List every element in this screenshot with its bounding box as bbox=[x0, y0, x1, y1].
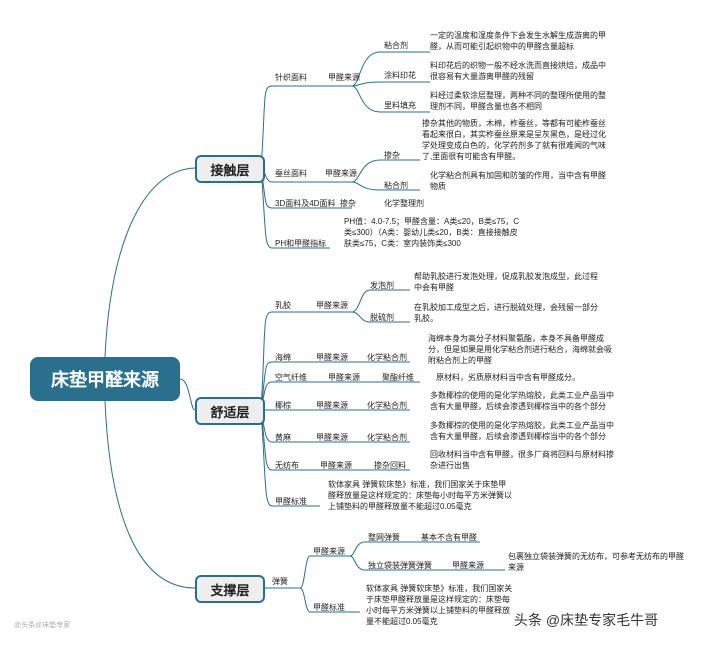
mesh-spring[interactable]: 整网弹簧 bbox=[368, 533, 400, 542]
link-knit-filling bbox=[351, 85, 430, 113]
link-spring-standard bbox=[299, 587, 360, 613]
nonwoven-type[interactable]: 掺杂回料 bbox=[374, 461, 406, 470]
hemp-source[interactable]: 甲醛来源 bbox=[316, 433, 348, 442]
link-latex-desulfur bbox=[351, 311, 410, 323]
link-silk-impurity bbox=[351, 159, 420, 183]
palm[interactable]: 椰棕 bbox=[275, 401, 291, 410]
palm-source[interactable]: 甲醛来源 bbox=[316, 401, 348, 410]
nonwoven-source[interactable]: 甲醛来源 bbox=[320, 461, 352, 470]
node-comfort-layer[interactable]: 舒适层 bbox=[195, 397, 265, 425]
nonwoven[interactable]: 无纺布 bbox=[275, 461, 299, 470]
sponge-desc: 海绵本身为高分子材料聚氨酯，本身不具备甲醛成分，但是如果是用化学粘合剂进行粘合，… bbox=[428, 334, 612, 365]
link-source-mesh bbox=[349, 541, 480, 557]
node-support-layer[interactable]: 支撑层 bbox=[195, 575, 265, 603]
watermark-small: @头条@床垫专家 bbox=[14, 622, 71, 629]
nonwoven-desc: 回收材料当中含有甲醛，很多厂商将回料与原材料掺杂进行出售 bbox=[430, 450, 614, 470]
link-contact-ph bbox=[260, 167, 330, 249]
comfort-standard[interactable]: 甲醛标准 bbox=[275, 497, 307, 506]
hemp-type[interactable]: 化学粘合剂 bbox=[367, 433, 407, 442]
watermark-author: 头条 @床垫专家毛牛哥 bbox=[514, 612, 659, 628]
ph-desc: PH值：4.0-7.5；甲醛含量：A类≤20，B类≤75，C类≤300）（A类：… bbox=[344, 217, 520, 248]
knit-print[interactable]: 涂料印花 bbox=[384, 71, 416, 80]
link-comfort-standard bbox=[260, 409, 320, 507]
knit-fabric[interactable]: 针织面料 bbox=[275, 73, 307, 82]
latex-foam-desc: 帮助乳胶进行发泡处理，促成乳胶发泡成型，此过程中会有甲醛 bbox=[414, 272, 598, 292]
fabric-3d4d[interactable]: 3D面料及4D面料 bbox=[275, 199, 336, 208]
fabric-3d-impurity[interactable]: 掺杂 bbox=[340, 199, 356, 208]
hemp-desc: 多数椰棕的使用的是化学热熔胶，此类工业产品当中含有大量甲醛，后续会渗透到椰棕当中… bbox=[430, 421, 614, 441]
comfort-standard-desc: 软体家具 弹簧软床垫》标准，我们国家关于床垫甲醛释放量是这样规定的：床垫每小时每… bbox=[328, 480, 512, 511]
air-fiber[interactable]: 空气纤维 bbox=[275, 373, 307, 382]
silk-source[interactable]: 甲醛来源 bbox=[325, 169, 357, 178]
link-root-comfort bbox=[179, 378, 196, 411]
pocket-spring-desc: 包裹独立袋装弹簧的无纺布，可参考无纺布的甲醛来源 bbox=[508, 552, 684, 572]
pocket-spring-source[interactable]: 甲醛来源 bbox=[452, 561, 484, 570]
fabric-3d-finish[interactable]: 化学整理剂 bbox=[384, 199, 424, 208]
knit-filling-desc: 料经过柔软涂层整理，两种不同的整理所使用的整理剂不同，甲醛含量也各不相同 bbox=[430, 91, 606, 111]
latex[interactable]: 乳胶 bbox=[275, 301, 291, 310]
link-latex-foam bbox=[351, 289, 410, 313]
mesh-spring-desc: 基本不含有甲醛 bbox=[421, 533, 477, 542]
link-knit-print bbox=[351, 81, 430, 87]
air-fiber-source[interactable]: 甲醛来源 bbox=[328, 373, 360, 382]
latex-desulfur-desc: 在乳胶加工成型之后，进行脱硫处理，会残留一部分乳胶。 bbox=[414, 303, 598, 323]
air-fiber-desc: 原材料，劣质原材料当中含有甲醛成分。 bbox=[436, 373, 580, 382]
silk-adhesive-desc: 化学粘合剂具有加固和防皱的作用，当中含有甲醛物质 bbox=[430, 171, 606, 191]
link-comfort-latex bbox=[260, 311, 352, 411]
link-contact-knit bbox=[260, 85, 352, 169]
silk-fabric[interactable]: 蚕丝面料 bbox=[275, 169, 307, 178]
link-knit-adhesive bbox=[351, 51, 430, 87]
link-root-support bbox=[104, 400, 196, 589]
root-node[interactable]: 床垫甲醛来源 bbox=[30, 357, 180, 401]
latex-source[interactable]: 甲醛来源 bbox=[316, 301, 348, 310]
link-spring-source bbox=[299, 555, 350, 589]
air-fiber-type[interactable]: 聚酯纤维 bbox=[382, 373, 414, 382]
node-contact-layer[interactable]: 接触层 bbox=[195, 155, 265, 183]
silk-impurity-desc: 掺杂其他的物质，木棉，柞蚕丝，等都有可能柞蚕丝看起来很白，其实柞蚕丝原来是呈灰黑… bbox=[422, 119, 606, 161]
latex-desulfur[interactable]: 脱硫剂 bbox=[370, 313, 394, 322]
knit-source[interactable]: 甲醛来源 bbox=[328, 73, 360, 82]
knit-print-desc: 料印花后的织物一般不经水洗而直接烘焙，成品中很容易有大量游离甲醛的残留 bbox=[430, 61, 606, 81]
sponge-type[interactable]: 化学粘合剂 bbox=[367, 353, 407, 362]
link-root-contact bbox=[104, 167, 196, 358]
hemp[interactable]: 黄麻 bbox=[275, 433, 291, 442]
sponge[interactable]: 海绵 bbox=[275, 353, 291, 362]
knit-filling[interactable]: 里料填充 bbox=[384, 101, 416, 110]
sponge-source[interactable]: 甲醛来源 bbox=[316, 353, 348, 362]
ph-index[interactable]: PH和甲醛指标 bbox=[275, 239, 327, 248]
spring[interactable]: 弹簧 bbox=[272, 577, 288, 586]
knit-adhesive-desc: 一定的温度和湿度条件下会发生水解生成游离的甲醛，从而可能引起织物中的甲醛含量超标 bbox=[430, 31, 606, 51]
knit-adhesive[interactable]: 粘合剂 bbox=[384, 41, 408, 50]
silk-adhesive[interactable]: 粘合剂 bbox=[384, 181, 408, 190]
link-source-pocket bbox=[349, 555, 505, 571]
pocket-spring[interactable]: 独立袋装弹簧弹簧 bbox=[368, 561, 432, 570]
palm-desc: 多数椰棕的使用的是化学热熔胶，此类工业产品当中含有大量甲醛，后续会渗透到椰棕当中… bbox=[430, 391, 614, 411]
latex-foam[interactable]: 发泡剂 bbox=[370, 281, 394, 290]
palm-type[interactable]: 化学粘合剂 bbox=[367, 401, 407, 410]
support-standard[interactable]: 甲醛标准 bbox=[313, 603, 345, 612]
support-standard-desc: 软体家具 弹簧软床垫》标准，我们国家关于床垫甲醛释放量是这样规定的：床垫每小时每… bbox=[366, 584, 513, 626]
spring-source[interactable]: 甲醛来源 bbox=[313, 547, 345, 556]
silk-impurity[interactable]: 掺杂 bbox=[384, 151, 400, 160]
link-silk-adhesive bbox=[351, 181, 420, 191]
